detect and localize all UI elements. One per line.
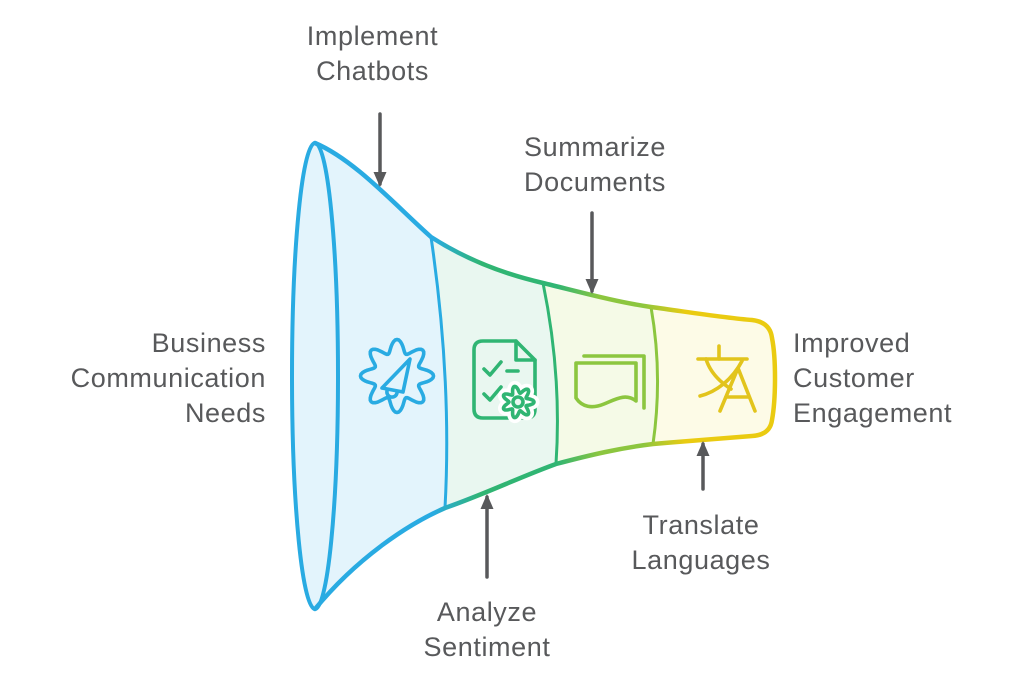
stacked-pages-icon [574,354,646,410]
label-translate-languages: Translate Languages [570,508,832,578]
funnel-bell-rim [290,141,340,611]
label-line: Implement [306,21,439,51]
label-analyze-sentiment: Analyze Sentiment [357,595,617,665]
label-improved-customer-engagement: Improved Customer Engagement [793,326,1019,431]
label-line: Chatbots [316,56,429,86]
gear-megaphone-icon [358,337,436,415]
label-line: Business [151,328,266,358]
label-summarize-documents: Summarize Documents [455,130,735,200]
label-line: Documents [524,167,666,197]
label-line: Summarize [524,132,666,162]
segment-1-body [315,143,447,609]
divider-2 [541,282,559,465]
label-business-communication-needs: Business Communication Needs [14,326,266,431]
divider-3 [649,306,660,445]
label-line: Engagement [793,398,953,428]
label-line: Translate [642,510,760,540]
label-line: Sentiment [423,632,551,662]
divider-1 [429,236,449,509]
label-line: Needs [184,398,266,428]
funnel-outline [312,140,778,612]
segment-3-body [543,283,658,464]
label-implement-chatbots: Implement Chatbots [230,19,515,89]
translate-icon [696,344,757,413]
document-checklist-gear-icon [472,339,540,424]
label-line: Analyze [436,597,538,627]
label-line: Languages [631,545,771,575]
label-line: Improved [793,328,911,358]
label-line: Communication [70,363,266,393]
label-line: Customer [793,363,915,393]
